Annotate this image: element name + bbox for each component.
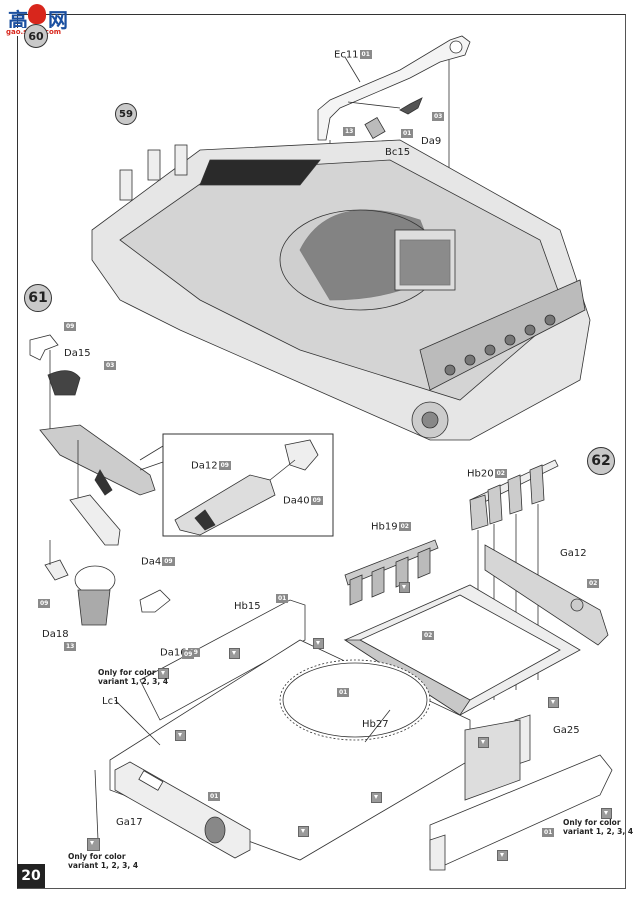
- label-ga25: Ga25: [553, 725, 580, 736]
- label-da15: Da15: [64, 348, 91, 359]
- note-line: variant 1, 2, 3, 4: [563, 827, 634, 836]
- label-da18-sprue-b: 09: [38, 599, 51, 608]
- part-da9-drawing: [399, 97, 423, 115]
- part-hb19-drawing: [344, 539, 439, 586]
- step-60-badge: 60: [24, 24, 48, 48]
- part-name: Da40: [283, 495, 310, 507]
- part-da15-drawing: [29, 334, 59, 361]
- step-61-badge: 61: [24, 284, 52, 312]
- label-ga25-sprue: 01: [542, 828, 555, 837]
- label-lc1: Lc1: [102, 696, 120, 707]
- note-line: variant 1, 2, 3, 4: [68, 861, 139, 870]
- watermark-char-right: 网: [48, 8, 68, 32]
- label-da9: Da9: [421, 136, 442, 147]
- page-number: 20: [17, 864, 45, 888]
- part-ec11-drawing: [317, 35, 471, 141]
- label-bc15-sprue: 13: [343, 127, 356, 136]
- page-border: [17, 14, 626, 889]
- part-da40-drawing: [284, 439, 319, 471]
- label-frame-sprue: 02: [422, 631, 435, 640]
- label-bc15: Bc15: [385, 147, 411, 158]
- color-variant-note: Only for color variant 1, 2, 3, 4: [68, 852, 138, 870]
- paint-marker-icon: [298, 826, 309, 837]
- label-ga12: Ga12: [560, 548, 587, 559]
- sprue-tag: 09: [310, 496, 323, 505]
- label-da15-sprue: 09: [64, 322, 77, 331]
- paint-marker-icon: [313, 638, 324, 649]
- part-name: Da12: [191, 460, 218, 472]
- note-line: Only for color: [563, 818, 621, 827]
- label-hb27: Hb27: [362, 719, 389, 730]
- label-da9-sprue: 03: [432, 112, 445, 121]
- color-variant-note: Only for color variant 1, 2, 3, 4: [563, 818, 633, 836]
- color-variant-note: Only for color variant 1, 2, 3, 4: [98, 668, 168, 686]
- part-name: Hb20: [467, 468, 494, 480]
- paint-marker-icon: [548, 697, 559, 708]
- label-ga17-sprue: 01: [208, 792, 221, 801]
- part-ga12-drawing: [484, 544, 609, 646]
- sprue-tag: 09: [162, 557, 175, 566]
- label-da18-sprue: 13: [64, 642, 77, 651]
- sprue-tag: 09: [218, 461, 231, 470]
- label-hb15: Hb15: [234, 601, 261, 612]
- step-59-badge: 59: [115, 103, 137, 125]
- note-line: Only for color: [98, 668, 156, 677]
- paint-marker-icon: [229, 648, 240, 659]
- part-name: Ec11: [334, 49, 359, 61]
- thumbs-up-icon: [28, 4, 46, 24]
- label-da15-sprue-b: 03: [104, 361, 117, 370]
- note-line: Only for color: [68, 852, 126, 861]
- part-name: Da4: [141, 556, 162, 568]
- note-line: variant 1, 2, 3, 4: [98, 677, 169, 686]
- paint-marker-icon: [371, 792, 382, 803]
- label-da18: Da18: [42, 629, 69, 640]
- paint-marker-icon: [399, 582, 410, 593]
- label-da9-sprue-b: 01: [401, 129, 414, 138]
- paint-marker-icon: [601, 808, 612, 819]
- part-da18-drawing: [44, 559, 69, 581]
- step-62-badge: 62: [587, 447, 615, 475]
- watermark-char-left: 高: [8, 8, 28, 32]
- part-name: Da16: [160, 647, 187, 659]
- label-ga12-sprue: 02: [587, 579, 600, 588]
- paint-marker-icon: [175, 730, 186, 741]
- paint-marker-icon: [478, 737, 489, 748]
- label-ga17: Ga17: [116, 817, 143, 828]
- paint-marker-icon: [497, 850, 508, 861]
- part-name: Hb19: [371, 521, 398, 533]
- sprue-tag: 02: [494, 469, 507, 478]
- part-ga25-drawing: [429, 754, 613, 866]
- sprue-tag: 02: [398, 522, 411, 531]
- part-hb15-drawing: [139, 599, 306, 721]
- part-da16-drawing: [139, 589, 171, 613]
- gun-mount-drawing: [39, 424, 156, 496]
- label-hb27-sprue: 01: [337, 688, 350, 697]
- sprue-tag: 01: [359, 50, 372, 59]
- label-hb15-sprue: 01: [276, 594, 289, 603]
- label-hb15-sprue-b: 09: [182, 650, 195, 659]
- paint-swatch-icon: [87, 838, 100, 851]
- paint-marker-icon: [158, 668, 169, 679]
